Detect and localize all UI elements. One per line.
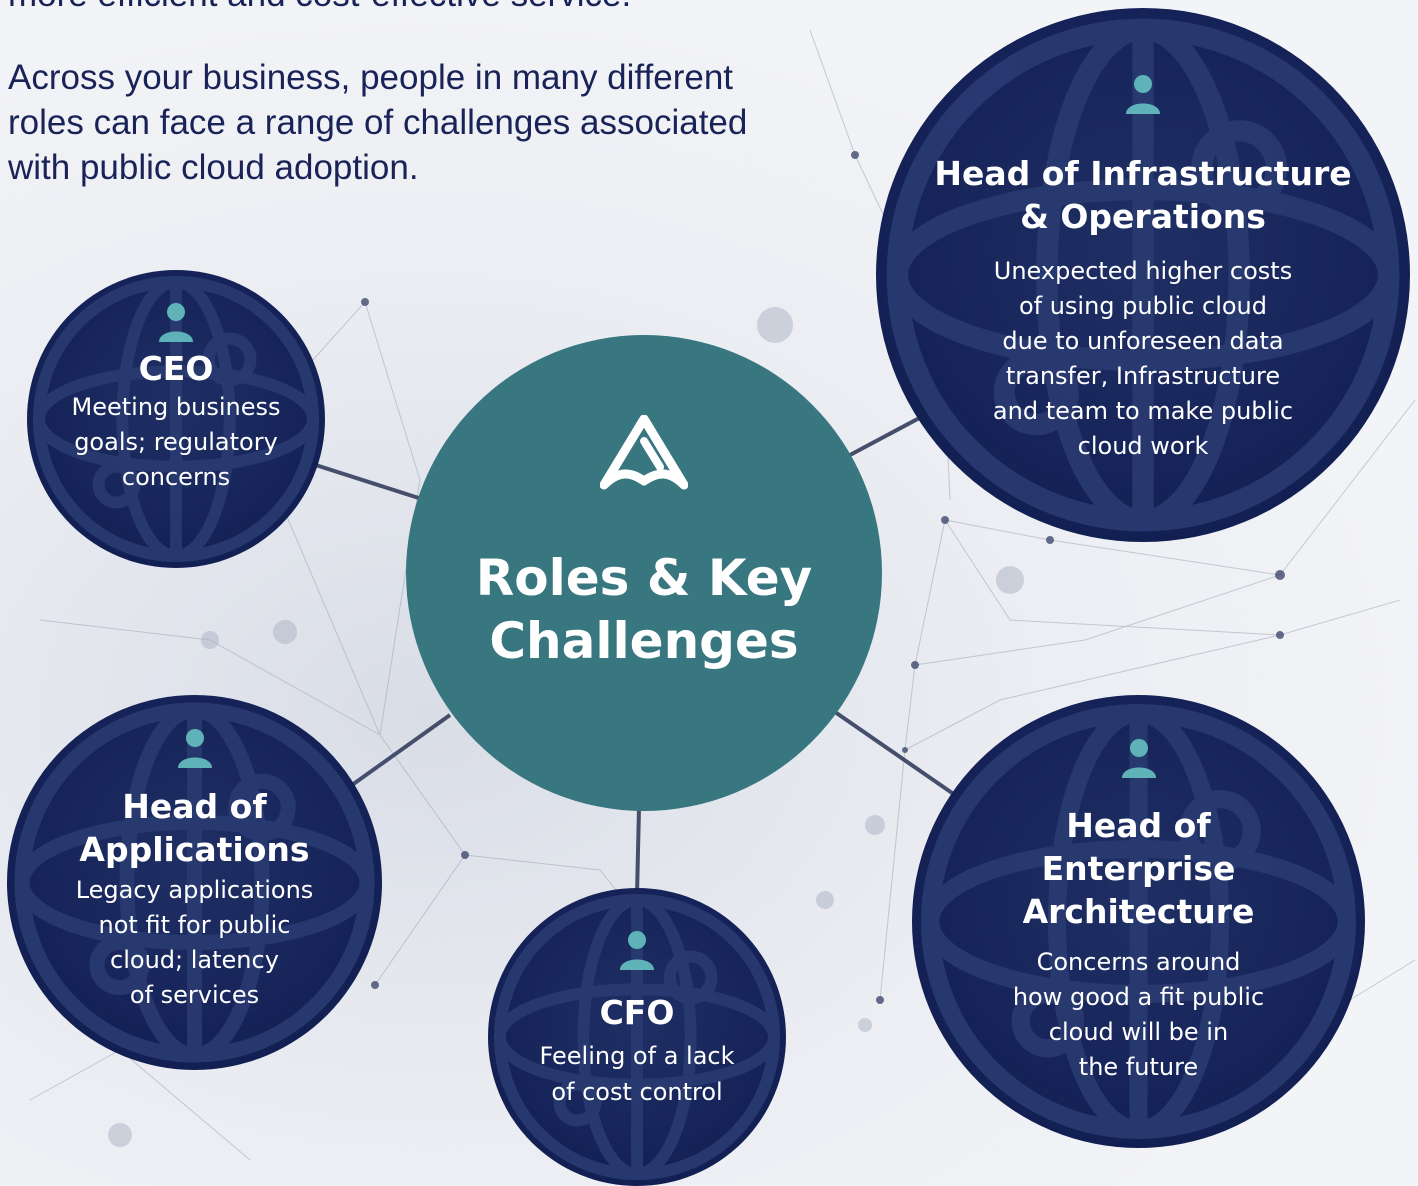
- role-desc-enterprise-architecture: Concerns around how good a fit public cl…: [1013, 945, 1264, 1085]
- desc-line: cloud will be in: [1048, 1018, 1229, 1046]
- desc-line: Concerns around: [1036, 948, 1241, 976]
- title-line: Challenges: [489, 612, 799, 670]
- role-bubble-applications: Head of Applications Legacy applications…: [7, 695, 382, 1070]
- center-bubble: Roles & Key Challenges: [406, 335, 882, 811]
- desc-line: Unexpected higher costs: [993, 257, 1293, 285]
- role-bubble-infrastructure: Head of Infrastructure & Operations Unex…: [876, 8, 1410, 542]
- person-icon: [159, 303, 193, 342]
- desc-line: of services: [129, 981, 260, 1009]
- desc-line: Legacy applications: [75, 876, 314, 904]
- desc-line: transfer, Infrastructure: [1005, 362, 1281, 390]
- person-icon: [177, 729, 212, 768]
- intro-top-line: more efficient and cost-effective servic…: [8, 0, 808, 17]
- desc-line: and team to make public: [992, 397, 1294, 425]
- desc-line: Feeling of a lack: [539, 1042, 735, 1070]
- connector-apps: [343, 713, 452, 792]
- desc-line: the future: [1078, 1053, 1199, 1081]
- title-line: Head of: [1066, 806, 1211, 845]
- role-title-ceo: CEO: [138, 349, 214, 388]
- connector-infra: [849, 413, 926, 457]
- desc-line: cloud work: [1077, 432, 1209, 460]
- role-desc-applications: Legacy applications not fit for public c…: [76, 873, 314, 1013]
- desc-line: Meeting business: [71, 393, 281, 421]
- desc-line: goals; regulatory: [74, 428, 278, 456]
- desc-line: concerns: [121, 463, 231, 491]
- role-title-infrastructure: Head of Infrastructure & Operations: [934, 152, 1351, 238]
- title-line: Head of Infrastructure: [934, 154, 1352, 193]
- desc-line: not fit for public: [98, 911, 291, 939]
- person-icon: [620, 931, 654, 970]
- brand-logo-icon: [600, 415, 688, 490]
- title-line: & Operations: [1020, 197, 1266, 236]
- center-title: Roles & Key Challenges: [406, 547, 882, 673]
- role-desc-infrastructure: Unexpected higher costs of using public …: [993, 254, 1293, 464]
- title-line: Enterprise: [1041, 849, 1236, 888]
- role-bubble-ceo: CEO Meeting business goals; regulatory c…: [27, 270, 325, 568]
- connector-ceo: [299, 458, 426, 502]
- desc-line: cloud; latency: [110, 946, 279, 974]
- desc-line: how good a fit public: [1012, 983, 1265, 1011]
- person-icon: [1121, 739, 1156, 778]
- title-line: Head of: [122, 787, 267, 826]
- role-bubble-cfo: CFO Feeling of a lack of cost control: [488, 888, 786, 1186]
- title-line: Applications: [79, 830, 310, 869]
- desc-line: of using public cloud: [1018, 292, 1268, 320]
- desc-line: of cost control: [551, 1078, 723, 1106]
- person-icon: [1126, 75, 1160, 114]
- connector-ea: [833, 710, 957, 797]
- role-title-cfo: CFO: [599, 993, 675, 1032]
- desc-line: due to unforeseen data: [1002, 327, 1284, 355]
- role-title-applications: Head of Applications: [79, 785, 309, 871]
- title-line: Architecture: [1022, 892, 1255, 931]
- intro-paragraph: Across your business, people in many dif…: [8, 58, 748, 187]
- connector-cfo: [635, 807, 641, 896]
- role-bubble-enterprise-architecture: Head of Enterprise Architecture Concerns…: [912, 695, 1365, 1148]
- role-desc-cfo: Feeling of a lack of cost control: [540, 1038, 735, 1110]
- role-title-enterprise-architecture: Head of Enterprise Architecture: [1023, 804, 1255, 933]
- title-line: Roles & Key: [475, 549, 813, 607]
- role-desc-ceo: Meeting business goals; regulatory conce…: [72, 390, 281, 495]
